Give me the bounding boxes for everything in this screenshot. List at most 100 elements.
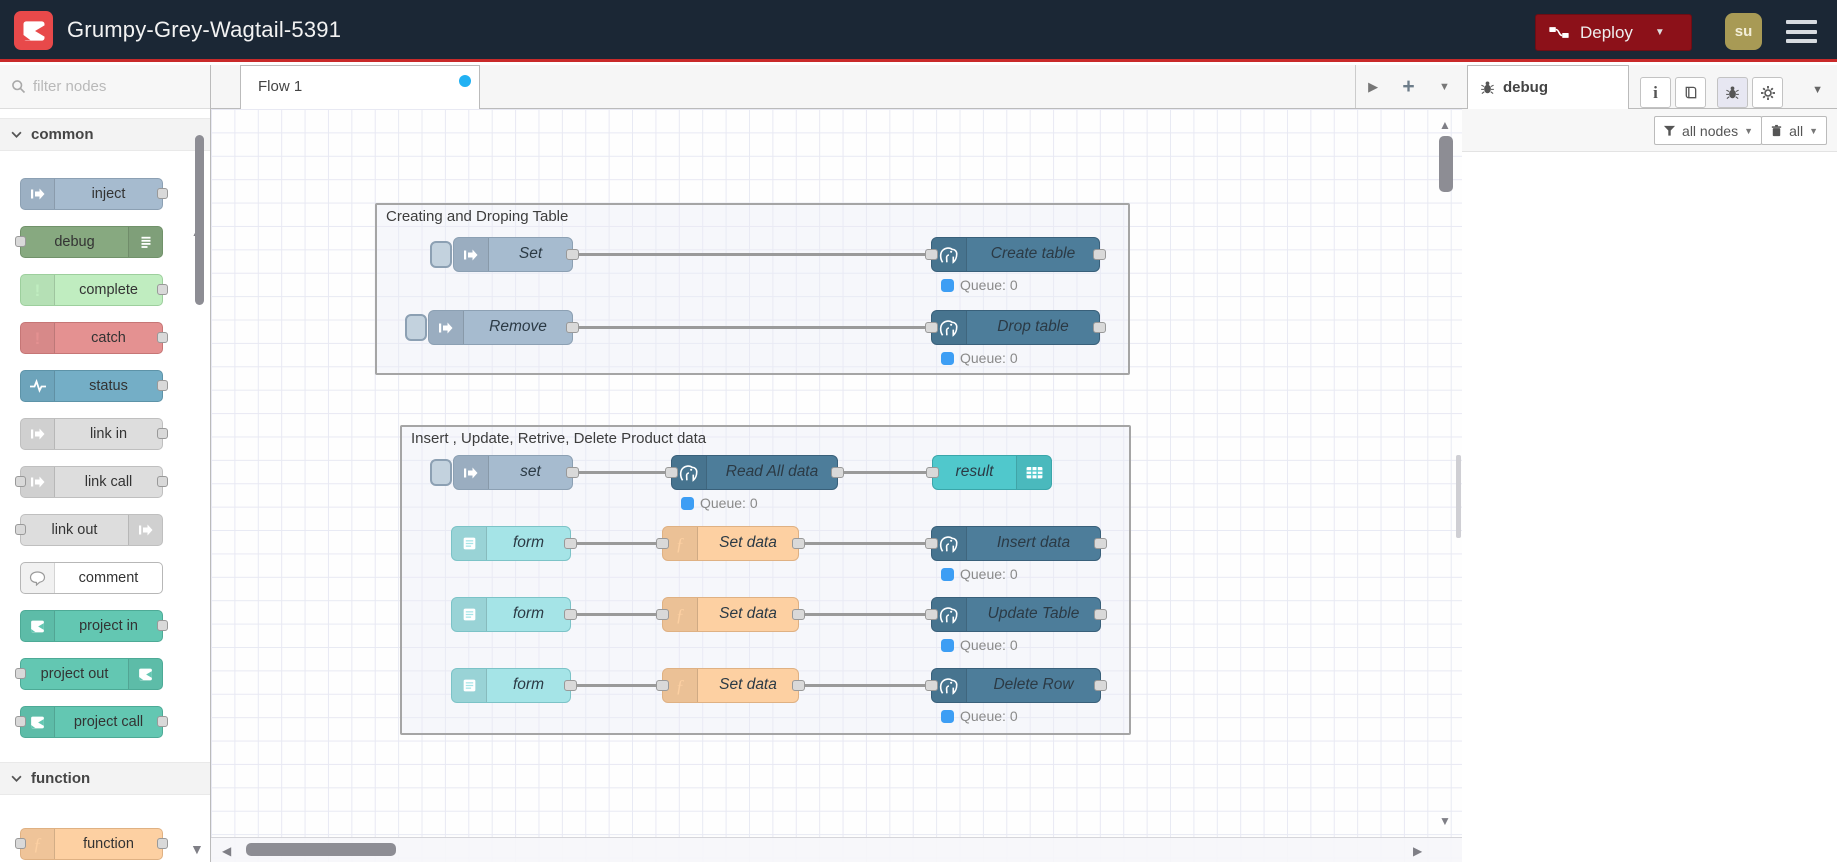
flow-list-icon[interactable]: ▼ [1438,80,1450,93]
wire[interactable] [573,253,931,256]
node-port-input [925,321,938,333]
node-icon-strip [454,456,489,489]
flow-node-remove[interactable]: Remove [405,310,579,345]
flow-node-form[interactable]: form [451,668,577,703]
canvas-scroll-left-icon[interactable]: ◀ [222,844,232,858]
canvas-scroll-right-icon[interactable]: ▶ [1413,844,1423,858]
palette-node-label: catch [91,330,126,346]
help-panel-button[interactable] [1675,77,1706,108]
node-port-output [157,476,168,487]
flow-node-set[interactable]: Set [430,237,579,272]
wire[interactable] [571,613,662,616]
node-port-input [925,679,938,691]
palette-node-label: link call [84,474,133,490]
trash-icon [1771,124,1782,137]
canvas-h-scrollbar-thumb[interactable] [246,843,396,856]
deploy-caret-icon[interactable]: ▼ [1654,27,1665,38]
flow-node-insert-data[interactable]: Insert data [925,526,1107,561]
wire[interactable] [571,684,662,687]
wire[interactable] [573,326,931,329]
tab-scroll-right-icon[interactable]: ▶ [1368,78,1379,94]
form-icon [461,535,478,552]
flow-node-form[interactable]: form [451,526,577,561]
node-status: Queue: 0 [941,637,1018,653]
info-panel-button[interactable]: i [1640,77,1671,108]
wire[interactable] [573,471,671,474]
node-icon-strip [429,311,464,344]
canvas-v-scrollbar-thumb[interactable] [1439,136,1453,192]
palette-search[interactable] [0,65,210,109]
flow-node-create-table[interactable]: Create table [925,237,1106,272]
node-port-input [656,608,669,620]
wire[interactable] [799,542,931,545]
palette-node-project-call[interactable]: project call [15,706,168,738]
node-icon-strip [128,227,162,257]
palette-node-complete[interactable]: !complete [20,274,168,306]
palette-node-catch[interactable]: !catch [20,322,168,354]
palette-section-common[interactable]: common [0,118,210,151]
palette-node-debug[interactable]: debug [15,226,163,258]
node-icon-strip: ! [21,275,55,305]
wire[interactable] [799,613,931,616]
flow-node-read-all-data[interactable]: Read All data [665,455,844,490]
palette-section-function[interactable]: function [0,762,210,795]
user-avatar[interactable]: su [1725,13,1762,50]
flow-node-update-table[interactable]: Update Table [925,597,1107,632]
config-panel-button[interactable] [1752,77,1783,108]
postgres-elephant-icon [937,675,961,697]
flow-group[interactable]: Creating and Droping Table [375,203,1130,375]
flow-node-result[interactable]: result [926,455,1052,490]
palette-node-inject[interactable]: inject [20,178,168,210]
debug-clear-button[interactable]: all ▼ [1761,116,1827,145]
exclaim-icon: ! [34,280,41,300]
node-port-input [925,248,938,260]
palette-node-label: comment [78,570,139,586]
palette-scroll-down-icon[interactable]: ▼ [190,841,204,857]
add-flow-icon[interactable]: + [1402,74,1415,98]
clear-caret-icon: ▼ [1809,125,1818,136]
debug-messages-panel[interactable] [1462,152,1837,862]
node-port-output [1094,537,1107,549]
wire[interactable] [799,684,931,687]
sidebar-menu-caret-icon[interactable]: ▼ [1812,84,1823,96]
palette-node-comment[interactable]: comment [20,562,163,594]
inject-button[interactable] [430,241,452,268]
flow-node-drop-table[interactable]: Drop table [925,310,1106,345]
palette-node-project-out[interactable]: project out [15,658,163,690]
palette-node-link-in[interactable]: link in [20,418,168,450]
flow-node-delete-row[interactable]: Delete Row [925,668,1107,703]
tab-debug[interactable]: debug [1467,65,1629,109]
wire[interactable] [571,542,662,545]
node-port-input [925,537,938,549]
palette-node-status[interactable]: status [20,370,168,402]
wire[interactable] [838,471,932,474]
bug-icon [1726,86,1739,100]
filter-nodes-input[interactable] [33,78,183,95]
deploy-button[interactable]: Deploy ▼ [1535,14,1692,51]
canvas-scroll-up-icon[interactable]: ▲ [1439,118,1451,132]
palette-node-label: status [89,378,128,394]
main-menu-icon[interactable] [1786,20,1817,43]
palette-node-project-in[interactable]: project in [20,610,168,642]
inject-button[interactable] [430,459,452,486]
inject-button[interactable] [405,314,427,341]
palette-node-link-call[interactable]: link call [15,466,168,498]
palette-node-link-out[interactable]: link out [15,514,163,546]
status-dot [941,638,954,652]
flow-node-form[interactable]: form [451,597,577,632]
debug-panel-button[interactable] [1717,77,1748,108]
debug-filter-button[interactable]: all nodes ▼ [1654,116,1762,145]
tab-flow-1[interactable]: Flow 1 [240,65,480,109]
node-port-input [15,838,26,849]
flow-node-set[interactable]: set [430,455,579,490]
node-icon-strip [21,707,55,737]
palette-scrollbar-thumb[interactable] [195,135,204,305]
sidebar-splitter-handle[interactable] [1456,455,1461,538]
canvas-scroll-down-icon[interactable]: ▼ [1439,814,1451,828]
